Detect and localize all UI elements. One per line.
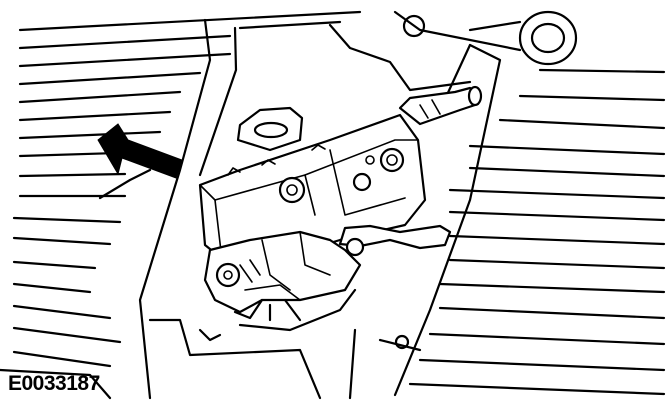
figure-reference-code: E0033187 [8,372,100,395]
latch-assembly [198,85,483,332]
housing-frame [0,18,502,400]
background-ribbed-panel [12,10,362,368]
mounting-boss [393,10,578,66]
background-ribbed-panel-right [408,68,666,396]
callout-arrow-icon [97,123,183,179]
